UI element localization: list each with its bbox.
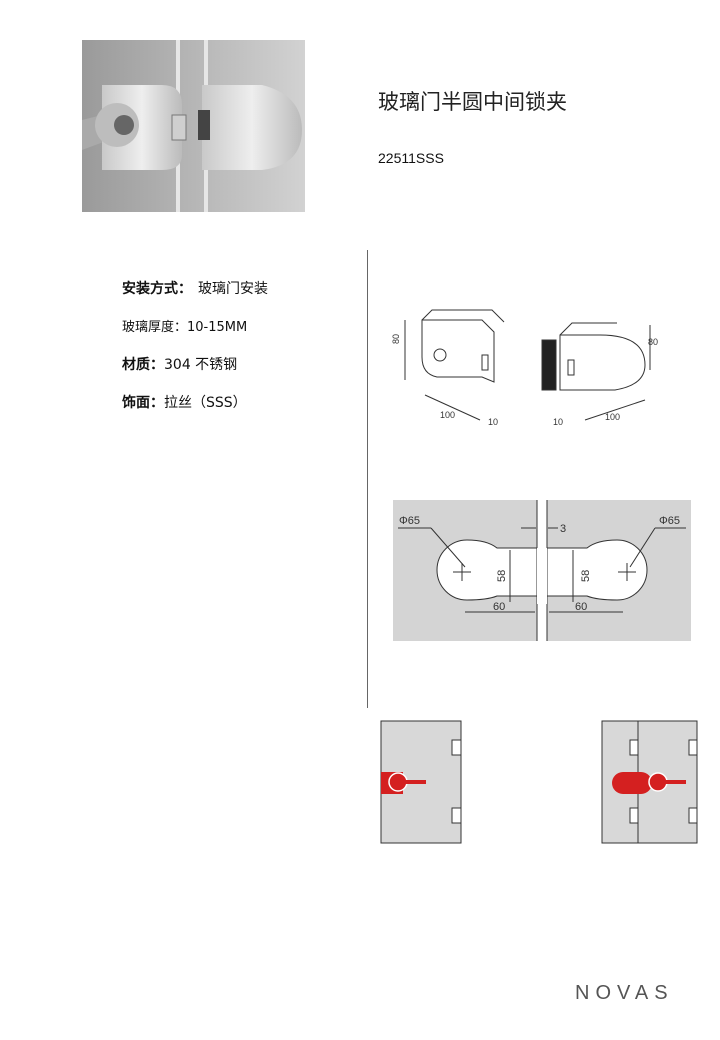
brand-logo: NOVAS (575, 982, 674, 1004)
dim-offset-right: 60 (575, 601, 587, 613)
spec-finish: 饰面：拉丝（SSS） (122, 392, 247, 412)
dim-gap: 3 (560, 523, 566, 535)
spec-value: 304 不锈钢 (164, 357, 238, 373)
spec-glass-thickness: 玻璃厚度：10-15MM (122, 316, 247, 335)
product-title: 玻璃门半圆中间锁夹 (378, 90, 567, 114)
spec-installation: 安装方式： 玻璃门安装 (122, 278, 268, 298)
dim-diameter-left: Φ65 (399, 515, 420, 527)
dim-height-right: 80 (648, 337, 658, 347)
isometric-drawing: 80 100 10 80 100 10 (391, 309, 658, 427)
door-configurations (380, 720, 698, 844)
spec-value: 10-15MM (187, 320, 248, 335)
dim-height-right: 58 (580, 570, 592, 582)
spec-material: 材质：304 不锈钢 (122, 354, 237, 374)
double-door-icon (601, 720, 698, 844)
spec-value: 拉丝（SSS） (164, 395, 247, 411)
spec-value: 玻璃门安装 (198, 281, 268, 297)
product-photo (82, 40, 305, 212)
dim-offset-left: 60 (493, 601, 505, 613)
divider (367, 250, 368, 708)
dim-depth-left: 10 (488, 417, 498, 427)
product-code: 22511SSS (378, 150, 444, 166)
dim-depth-right: 10 (553, 417, 563, 427)
dim-diameter-right: Φ65 (659, 515, 680, 527)
dim-height-left: 80 (391, 334, 401, 344)
spec-label: 材质： (122, 357, 164, 373)
spec-label: 玻璃厚度： (122, 320, 188, 335)
dim-width-right: 100 (605, 412, 620, 422)
single-door-icon (380, 720, 462, 844)
dim-height-left: 58 (496, 570, 508, 582)
spec-label: 饰面： (122, 395, 164, 411)
dim-width-left: 100 (440, 410, 455, 420)
cutout-diagram: Φ65 Φ65 3 58 58 60 60 (393, 500, 691, 641)
spec-label: 安装方式： (122, 281, 192, 297)
